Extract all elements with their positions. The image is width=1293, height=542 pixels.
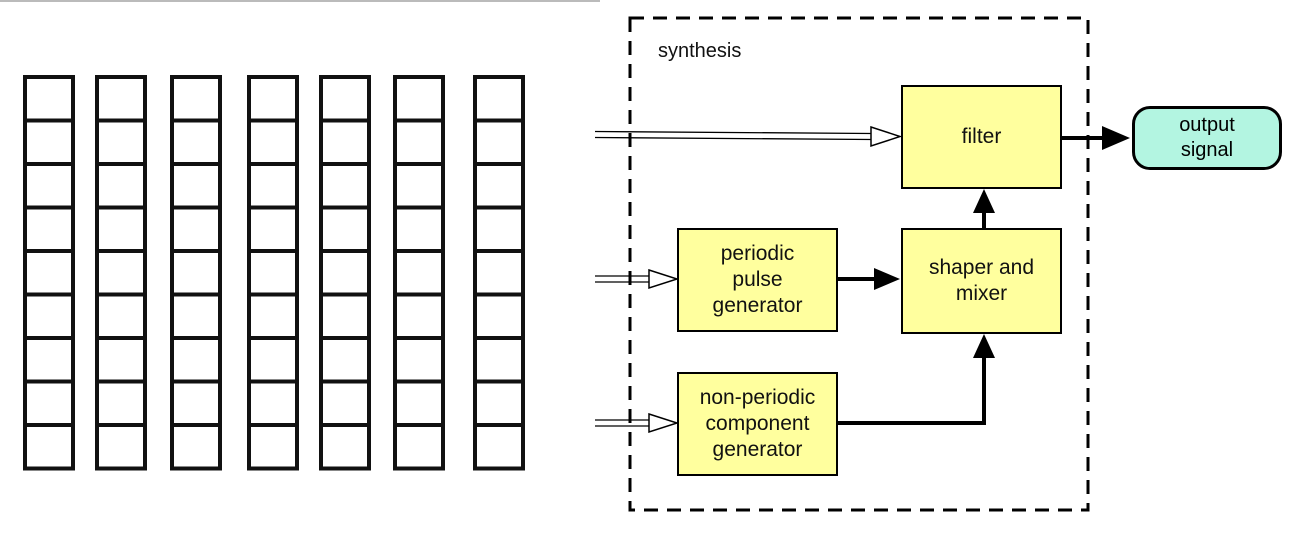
grid-cell <box>247 118 299 166</box>
grid-cell <box>23 423 75 471</box>
synthesis-label: synthesis <box>658 40 742 62</box>
grid-cell <box>23 75 75 123</box>
grid-cell <box>170 249 222 297</box>
grid-cell <box>473 336 525 384</box>
grid-cell <box>170 423 222 471</box>
grid-cell <box>473 205 525 253</box>
grid-cell <box>95 336 147 384</box>
grid-cell <box>473 423 525 471</box>
grid-cell <box>95 249 147 297</box>
grid-cell <box>393 205 445 253</box>
grid-cell <box>319 423 371 471</box>
grid-cell <box>473 75 525 123</box>
grid-cell <box>170 379 222 427</box>
filter-block: filter <box>901 85 1062 189</box>
grid-cell <box>393 118 445 166</box>
grid-cell <box>95 118 147 166</box>
grid-cell <box>393 249 445 297</box>
grid-cell <box>319 292 371 340</box>
grid-cell <box>473 379 525 427</box>
grid-cell <box>393 379 445 427</box>
grid-cell <box>23 336 75 384</box>
grid-cell <box>319 118 371 166</box>
grid-cell <box>170 162 222 210</box>
grid-cell <box>170 292 222 340</box>
grid-cell <box>319 75 371 123</box>
grid-cell <box>319 379 371 427</box>
grid-cell <box>23 162 75 210</box>
input-arrow-filter <box>594 125 903 148</box>
grid-cell <box>319 249 371 297</box>
grid-cell <box>247 162 299 210</box>
grid-cell <box>473 162 525 210</box>
shaper-mixer-label: shaper and mixer <box>928 256 1035 305</box>
grid-cell <box>170 205 222 253</box>
periodic-pulse-generator-block: periodic pulse generator <box>677 228 838 332</box>
grid-cell <box>393 423 445 471</box>
grid-cell <box>247 336 299 384</box>
flow-arrows <box>838 126 1130 425</box>
grid-cell <box>473 118 525 166</box>
grid-cell <box>473 292 525 340</box>
non-periodic-component-generator-label: non-periodic component generator <box>699 386 816 461</box>
grid-cell <box>247 423 299 471</box>
grid-cell <box>393 162 445 210</box>
grid-cell <box>95 423 147 471</box>
grid-cell <box>95 75 147 123</box>
grid-cell <box>319 336 371 384</box>
grid-cell <box>95 292 147 340</box>
input-arrow-nonperiodic <box>595 412 680 434</box>
grid-cell <box>393 336 445 384</box>
grid-cell <box>319 205 371 253</box>
grid-cell <box>23 205 75 253</box>
shaper-mixer-block: shaper and mixer <box>901 228 1062 334</box>
output-signal-node: output signal <box>1132 106 1282 170</box>
grid-cell <box>170 118 222 166</box>
grid-cell <box>170 336 222 384</box>
grid-cell <box>247 205 299 253</box>
filter-label: filter <box>961 125 1002 148</box>
grid-cell <box>247 379 299 427</box>
input-arrow-periodic <box>595 268 680 290</box>
grid-cell <box>319 162 371 210</box>
non-periodic-component-generator-block: non-periodic component generator <box>677 372 838 476</box>
grid-cell <box>393 75 445 123</box>
grid-cell <box>247 249 299 297</box>
grid-cell <box>23 292 75 340</box>
grid-cell <box>247 292 299 340</box>
output-signal-label: output signal <box>1179 114 1235 161</box>
cell-grid <box>23 75 525 471</box>
grid-cell <box>473 249 525 297</box>
grid-cell <box>393 292 445 340</box>
grid-cell <box>95 205 147 253</box>
synthesis-container <box>628 16 1090 512</box>
grid-cell <box>23 118 75 166</box>
grid-cell <box>170 75 222 123</box>
grid-cell <box>247 75 299 123</box>
periodic-pulse-generator-label: periodic pulse generator <box>712 242 803 317</box>
grid-cell <box>23 249 75 297</box>
grid-cell <box>23 379 75 427</box>
grid-cell <box>95 379 147 427</box>
grid-cell <box>95 162 147 210</box>
